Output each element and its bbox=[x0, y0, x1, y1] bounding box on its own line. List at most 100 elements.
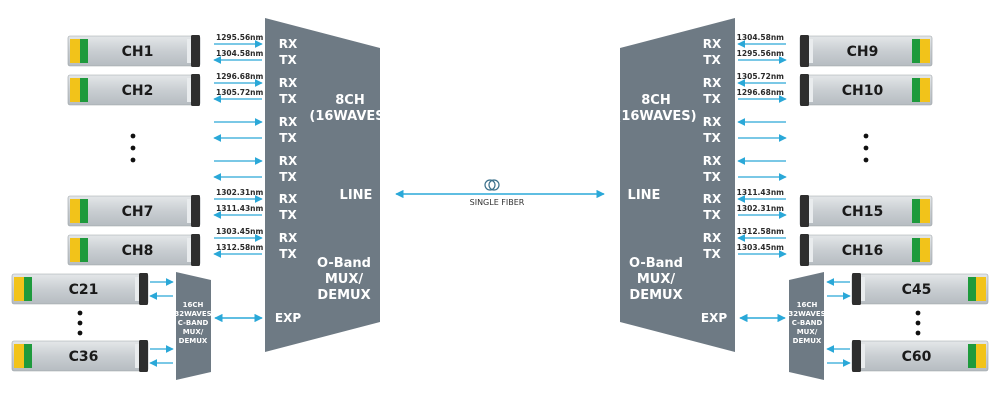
module-yellow-tab bbox=[976, 344, 986, 368]
left-tx-label: TX bbox=[279, 170, 297, 184]
module-green-tab bbox=[912, 238, 920, 262]
right-mux-body bbox=[620, 18, 735, 352]
module-green-tab bbox=[24, 277, 32, 301]
module-latch bbox=[809, 199, 813, 223]
right-rx-label: RX bbox=[703, 76, 722, 90]
right-port-row: RX TX 1311.43nm 1302.31nm bbox=[703, 188, 787, 222]
right-rx-label: RX bbox=[703, 115, 722, 129]
module-yellow-tab bbox=[920, 238, 930, 262]
right-tx-wavelength: 1295.56nm bbox=[737, 49, 784, 58]
left-cband-mux: 16CH (32WAVES) C-BAND MUX/ DEMUX bbox=[171, 272, 215, 380]
left-tx-label: TX bbox=[279, 92, 297, 106]
module-green-tab bbox=[912, 39, 920, 63]
left-cband-line-4: MUX/ bbox=[183, 328, 204, 336]
left-mux-type-3: DEMUX bbox=[317, 288, 370, 303]
left-mux-type-1: O-Band bbox=[317, 256, 371, 271]
right-tx-label: TX bbox=[703, 247, 721, 261]
right-oband-mux: 8CH (16WAVES) LINE O-Band MUX/ DEMUX EXP bbox=[615, 18, 735, 352]
module-label: CH10 bbox=[842, 83, 884, 99]
left-mux-title-1: 8CH bbox=[335, 93, 364, 108]
right-rx-wavelength: 1305.72nm bbox=[737, 72, 784, 81]
right-port-group: RXTX1304.58nm1295.56nmRXTX1305.72nm1296.… bbox=[703, 33, 787, 261]
left-port-group: RXTX1295.56nm1304.58nmRXTX1296.68nm1305.… bbox=[213, 33, 298, 261]
module-latch bbox=[187, 199, 191, 223]
module-green-tab bbox=[912, 199, 920, 223]
left-tx-label: TX bbox=[279, 247, 297, 261]
module-yellow-tab bbox=[70, 39, 80, 63]
module-label: CH16 bbox=[842, 243, 883, 259]
fiber-coil-icon bbox=[484, 179, 500, 191]
left-ch-module: CH2 bbox=[67, 74, 201, 106]
right-c-module: C60 bbox=[851, 340, 989, 372]
module-latch bbox=[809, 39, 813, 63]
right-tx-wavelength: 1296.68nm bbox=[737, 88, 784, 97]
single-fiber: SINGLE FIBER bbox=[395, 179, 605, 207]
module-connector-cap bbox=[852, 340, 861, 372]
right-tx-label: TX bbox=[703, 208, 721, 222]
module-latch bbox=[187, 39, 191, 63]
left-cband-line-5: DEMUX bbox=[179, 337, 208, 345]
left-cband-body bbox=[176, 272, 211, 380]
right-mux-title-2: (16WAVES) bbox=[615, 109, 696, 124]
left-cband-line-1: 16CH bbox=[183, 301, 204, 309]
module-yellow-tab bbox=[14, 277, 24, 301]
left-c-ellipsis bbox=[77, 310, 83, 336]
right-rx-wavelength: 1312.58nm bbox=[737, 227, 784, 236]
module-connector-cap bbox=[139, 273, 148, 305]
module-latch bbox=[809, 78, 813, 102]
right-tx-wavelength: 1302.31nm bbox=[737, 204, 784, 213]
right-ch-module: CH9 bbox=[799, 35, 933, 67]
module-label: C60 bbox=[902, 349, 932, 365]
module-label: C45 bbox=[902, 282, 932, 298]
left-ch-module: CH1 bbox=[67, 35, 201, 67]
module-connector-cap bbox=[191, 234, 200, 266]
right-cband-line-1: 16CH bbox=[797, 301, 818, 309]
right-mux-title-1: 8CH bbox=[641, 93, 670, 108]
module-latch bbox=[861, 277, 865, 301]
right-cband-body bbox=[789, 272, 824, 380]
module-green-tab bbox=[968, 277, 976, 301]
module-label: C36 bbox=[69, 349, 99, 365]
right-ch-module: CH10 bbox=[799, 74, 933, 106]
module-green-tab bbox=[80, 238, 88, 262]
left-tx-wavelength: 1304.58nm bbox=[216, 49, 263, 58]
right-rx-wavelength: 1304.58nm bbox=[737, 33, 784, 42]
right-rx-label: RX bbox=[703, 154, 722, 168]
right-rx-label: RX bbox=[703, 192, 722, 206]
module-connector-cap bbox=[800, 74, 809, 106]
module-green-tab bbox=[912, 78, 920, 102]
left-rx-label: RX bbox=[279, 231, 298, 245]
module-green-tab bbox=[80, 78, 88, 102]
right-mux-type-2: MUX/ bbox=[637, 272, 676, 287]
module-label: CH8 bbox=[122, 243, 154, 259]
module-connector-cap bbox=[852, 273, 861, 305]
module-green-tab bbox=[80, 199, 88, 223]
right-tx-wavelength: 1303.45nm bbox=[737, 243, 784, 252]
left-rx-wavelength: 1295.56nm bbox=[216, 33, 263, 42]
right-rx-wavelength: 1311.43nm bbox=[737, 188, 784, 197]
right-cband-line-2: (32WAVES) bbox=[785, 310, 829, 318]
module-yellow-tab bbox=[976, 277, 986, 301]
left-tx-wavelength: 1311.43nm bbox=[216, 204, 263, 213]
right-rx-label: RX bbox=[703, 37, 722, 51]
module-connector-cap bbox=[139, 340, 148, 372]
module-connector-cap bbox=[800, 195, 809, 227]
right-tx-label: TX bbox=[703, 53, 721, 67]
module-label: C21 bbox=[69, 282, 99, 298]
module-connector-cap bbox=[800, 234, 809, 266]
right-tx-label: TX bbox=[703, 170, 721, 184]
module-yellow-tab bbox=[920, 78, 930, 102]
left-tx-label: TX bbox=[279, 131, 297, 145]
left-c-module: C36 bbox=[11, 340, 149, 372]
module-green-tab bbox=[80, 39, 88, 63]
module-yellow-tab bbox=[70, 199, 80, 223]
right-port-row: RX TX 1304.58nm 1295.56nm bbox=[703, 33, 787, 67]
right-ch-module: CH16 bbox=[799, 234, 933, 266]
fiber-label: SINGLE FIBER bbox=[470, 198, 525, 207]
